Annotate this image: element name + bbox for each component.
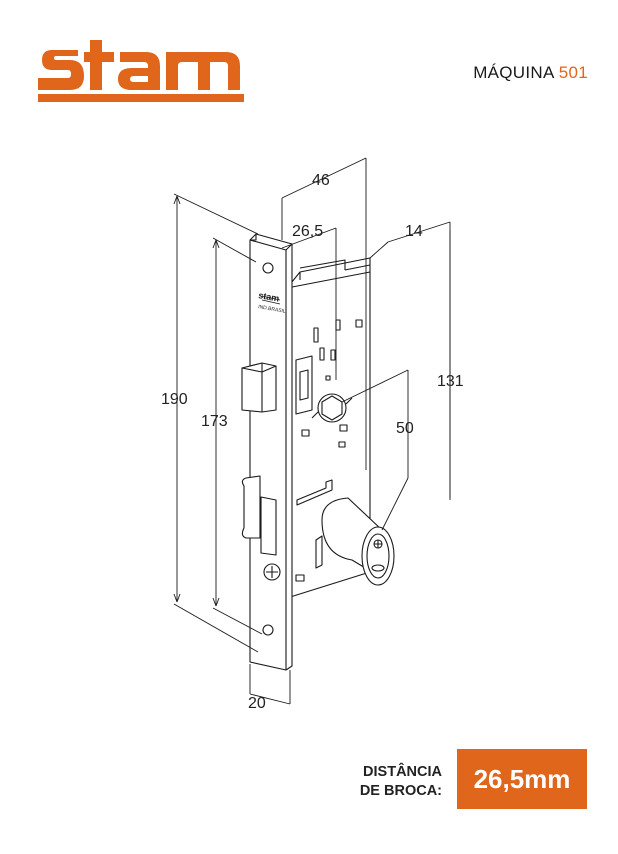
dim-46: 46 (312, 172, 330, 189)
model-title: MÁQUINA 501 (473, 63, 588, 83)
stam-logo (38, 40, 244, 102)
dim-20: 20 (248, 695, 266, 712)
dim-50: 50 (396, 420, 414, 437)
plate-engraving: IND.BRASIL (258, 304, 287, 315)
model-number: 501 (558, 63, 588, 82)
drill-distance-label: DISTÂNCIA DE BROCA: (338, 763, 442, 801)
dim-190: 190 (161, 391, 188, 408)
plate-brand: stam (258, 290, 280, 303)
front-plate (241, 233, 293, 671)
drill-distance-badge: 26,5mm (457, 749, 587, 809)
dim-131: 131 (437, 373, 464, 390)
drill-label-line1: DISTÂNCIA (363, 764, 442, 780)
drill-distance-value: 26,5mm (473, 763, 571, 794)
dim-173: 173 (201, 413, 228, 430)
lock-cylinder (315, 497, 395, 586)
dim-26-5: 26,5 (292, 223, 323, 240)
drill-label-line2: DE BROCA: (359, 783, 442, 799)
dim-14: 14 (405, 223, 423, 240)
dimension-lines (173, 157, 451, 705)
model-label: MÁQUINA (473, 63, 554, 82)
